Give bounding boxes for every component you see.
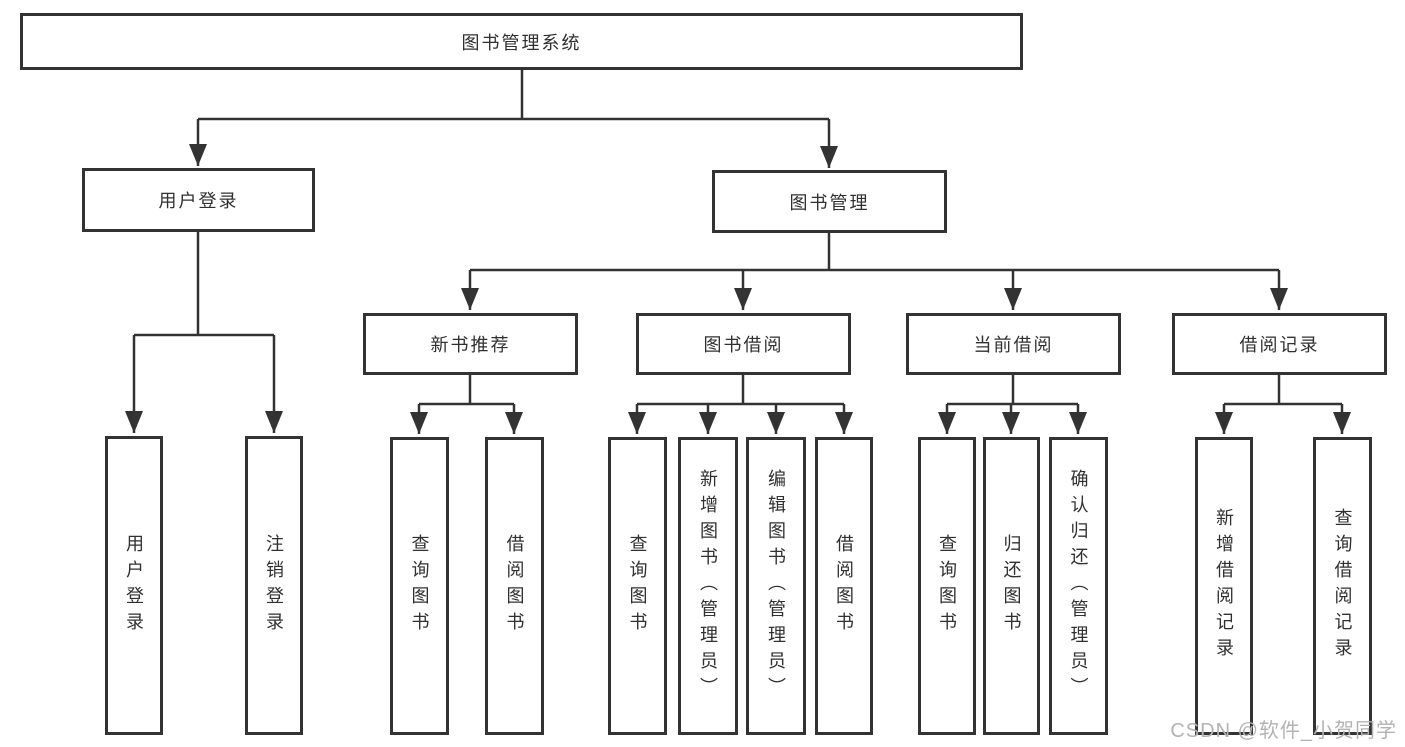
node-label: 图书借阅 bbox=[703, 335, 784, 355]
node-logout: 注销登录 bbox=[245, 436, 303, 735]
node-label: 新书推荐 bbox=[430, 335, 511, 355]
node-query-books-recommend: 查询图书 bbox=[390, 437, 449, 735]
node-book-borrowing: 图书借阅 bbox=[636, 313, 851, 375]
node-label: 借阅记录 bbox=[1239, 335, 1320, 355]
node-edit-book-admin: 编辑图书（管理员） bbox=[746, 437, 806, 735]
node-label: 注销登录 bbox=[264, 533, 284, 638]
node-label: 编辑图书（管理员） bbox=[766, 469, 786, 703]
node-label: 用户登录 bbox=[158, 191, 239, 211]
node-add-borrow-record: 新增借阅记录 bbox=[1195, 437, 1253, 735]
node-user-login: 用户登录 bbox=[82, 168, 315, 232]
node-return-books: 归还图书 bbox=[983, 437, 1040, 735]
node-label: 借阅图书 bbox=[834, 534, 854, 638]
node-label: 借阅图书 bbox=[504, 534, 525, 638]
node-book-management: 图书管理 bbox=[712, 170, 947, 233]
node-label: 当前借阅 bbox=[973, 335, 1054, 355]
node-label: 图书管理系统 bbox=[461, 32, 582, 53]
node-query-books-borrowing: 查询图书 bbox=[608, 437, 667, 735]
node-query-borrow-record: 查询借阅记录 bbox=[1313, 437, 1372, 735]
node-label: 确认归还（管理员） bbox=[1068, 469, 1089, 703]
node-label: 新增借阅记录 bbox=[1214, 508, 1234, 664]
node-library-management-system: 图书管理系统 bbox=[20, 13, 1023, 70]
node-new-book-recommendation: 新书推荐 bbox=[363, 313, 578, 375]
node-borrow-books: 借阅图书 bbox=[815, 437, 873, 735]
node-label: 查询图书 bbox=[937, 534, 957, 638]
node-current-borrowing: 当前借阅 bbox=[906, 313, 1121, 375]
node-label: 查询图书 bbox=[409, 534, 430, 638]
node-label: 新增图书（管理员） bbox=[698, 469, 718, 703]
node-label: 归还图书 bbox=[1001, 534, 1022, 638]
node-borrowing-records: 借阅记录 bbox=[1172, 313, 1387, 375]
watermark: CSDN @软件_小贺同学 bbox=[1170, 720, 1397, 742]
node-confirm-return-admin: 确认归还（管理员） bbox=[1049, 437, 1108, 735]
node-user-login-leaf: 用户登录 bbox=[105, 436, 163, 735]
node-borrow-books-recommend: 借阅图书 bbox=[485, 437, 544, 735]
node-label: 图书管理 bbox=[789, 192, 870, 213]
node-query-books-current: 查询图书 bbox=[918, 437, 976, 735]
node-add-book-admin: 新增图书（管理员） bbox=[678, 437, 738, 735]
node-label: 查询借阅记录 bbox=[1332, 508, 1353, 664]
node-label: 用户登录 bbox=[124, 533, 144, 638]
node-label: 查询图书 bbox=[627, 534, 648, 638]
